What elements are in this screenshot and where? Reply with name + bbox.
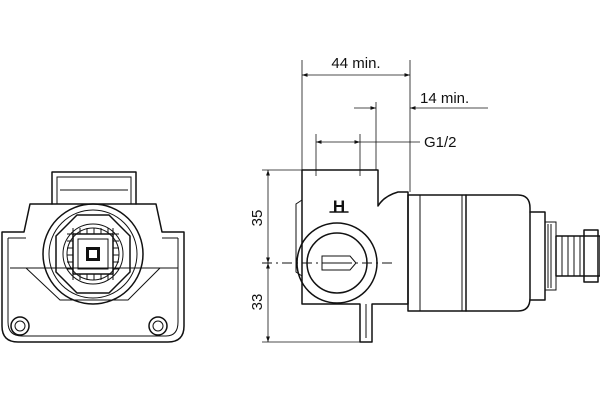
dimension-35: 35 xyxy=(249,169,302,263)
dimension-thread: G1/2 xyxy=(315,134,457,176)
dim-33-label: 33 xyxy=(249,294,266,311)
dimension-14: 14 min. xyxy=(354,90,488,170)
dim-44-label: 44 min. xyxy=(331,55,380,72)
side-view: H xyxy=(262,169,600,343)
cartridge xyxy=(407,194,557,312)
dimension-44: 44 min. xyxy=(301,55,411,192)
dim-35-label: 35 xyxy=(249,210,266,227)
front-view xyxy=(1,171,185,343)
dim-14-label: 14 min. xyxy=(420,90,469,107)
thread-label: G1/2 xyxy=(424,134,457,151)
central-fitting xyxy=(42,203,144,305)
dimension-33: 33 xyxy=(249,263,360,343)
screw-hole-right xyxy=(148,316,168,336)
screw-hole-left xyxy=(10,316,30,336)
spindle xyxy=(555,229,600,283)
body-letter-mark: H xyxy=(333,197,345,216)
